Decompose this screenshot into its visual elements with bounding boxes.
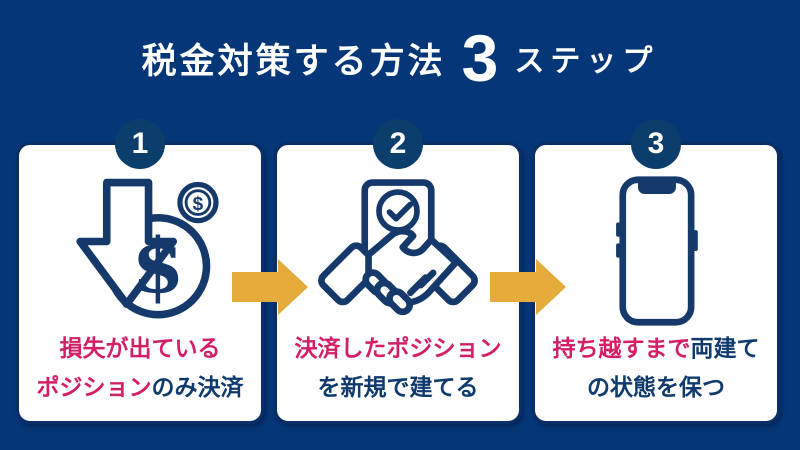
title-step-count: 3 bbox=[461, 21, 499, 95]
step-text-line: 決済したポジション bbox=[295, 329, 502, 368]
title-suffix: ステップ bbox=[514, 45, 659, 78]
text-segment: 決済したポジション bbox=[294, 335, 502, 361]
text-segment: 損失が出ている bbox=[59, 335, 221, 361]
title-prefix: 税金対策する方法 bbox=[141, 41, 446, 81]
text-segment: 持ち越すまで bbox=[552, 335, 691, 361]
text-segment: を新規で建てる bbox=[317, 374, 479, 400]
step-text-line: の状態を保つ bbox=[553, 368, 760, 407]
svg-text:$: $ bbox=[193, 194, 204, 215]
step-number-badge: 3 bbox=[631, 119, 681, 169]
step-card-2: 2 決済したポジションを新規で建てる bbox=[274, 119, 522, 424]
step-number-badge: 2 bbox=[373, 119, 423, 169]
steps-row: 1 $ $ 損失が出ているポジションのみ決済 2 bbox=[16, 119, 780, 424]
text-segment: 両建て bbox=[690, 335, 760, 361]
step-text: 持ち越すまで両建ての状態を保つ bbox=[553, 329, 760, 407]
handshake-agreement-icon bbox=[317, 175, 479, 327]
svg-text:$: $ bbox=[132, 221, 185, 310]
text-segment: のみ決済 bbox=[151, 374, 244, 400]
dollar-down-arrow-icon: $ $ bbox=[59, 175, 221, 327]
text-segment: ポジション bbox=[36, 374, 152, 400]
arrow-right-icon bbox=[232, 259, 308, 315]
step-text: 決済したポジションを新規で建てる bbox=[295, 329, 502, 407]
step-text-line: を新規で建てる bbox=[295, 368, 502, 407]
step-number-badge: 1 bbox=[115, 119, 165, 169]
smartphone-icon bbox=[575, 175, 737, 327]
step-text-line: 持ち越すまで両建て bbox=[553, 329, 760, 368]
step-text-line: ポジションのみ決済 bbox=[37, 368, 244, 407]
text-segment: の状態を保つ bbox=[587, 374, 725, 400]
step-card-3: 3 持ち越すまで両建ての状態を保つ bbox=[532, 119, 780, 424]
arrow-right-icon bbox=[490, 259, 566, 315]
page-title: 税金対策する方法 3 ステップ bbox=[0, 18, 800, 98]
step-card-1: 1 $ $ 損失が出ているポジションのみ決済 bbox=[16, 119, 264, 424]
step-text: 損失が出ているポジションのみ決済 bbox=[37, 329, 244, 407]
step-text-line: 損失が出ている bbox=[37, 329, 244, 368]
